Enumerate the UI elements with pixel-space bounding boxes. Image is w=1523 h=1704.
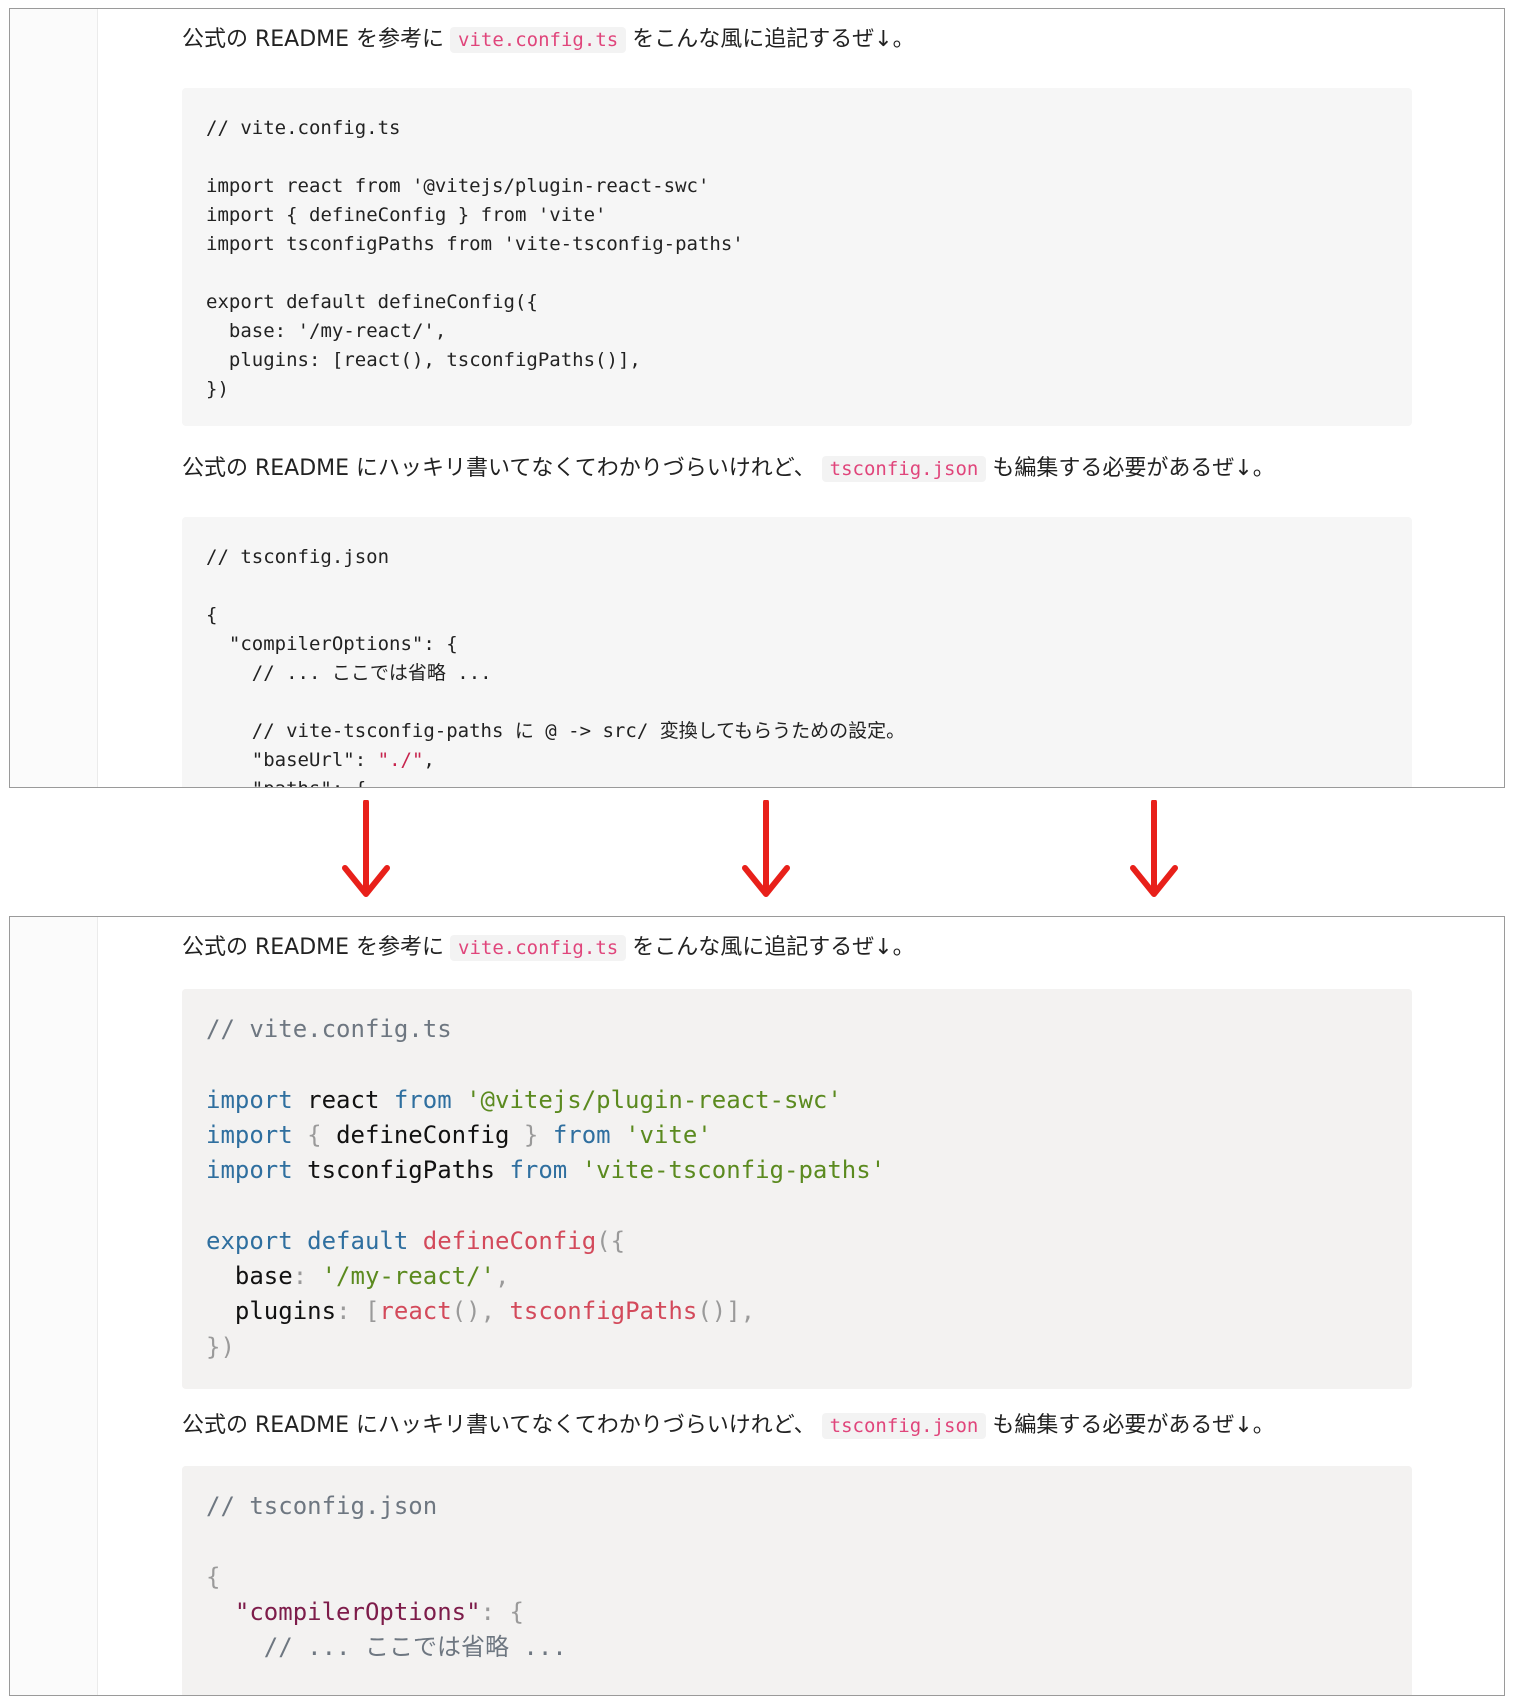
code-line: // vite-tsconfig-paths に @ -> src/ 変換しても… <box>251 720 906 742</box>
code-block-tsconfig-highlighted: // tsconfig.json{ "compilerOptions": { /… <box>182 1466 1412 1695</box>
code-line: plugins: [react(), tsconfigPaths()], <box>234 1297 756 1326</box>
down-arrow-icon <box>742 800 790 897</box>
code-line: import { defineConfig } from 'vite' <box>206 204 607 226</box>
code-line: // ... ここでは省略 ... <box>263 1633 567 1662</box>
code-line: import tsconfigPaths from 'vite-tsconfig… <box>206 233 744 255</box>
article-content: 公式の README にハッキリ書いてなくてわかりづらいけれど、tsconfig… <box>182 452 1412 486</box>
code-line: "compilerOptions": { <box>228 633 458 655</box>
code-line: base: '/my-react/', <box>234 1262 510 1291</box>
article-content: 公式の README にハッキリ書いてなくてわかりづらいけれど、tsconfig… <box>182 1409 1412 1443</box>
inline-code-vite-config: vite.config.ts <box>450 935 627 961</box>
code-line: export default defineConfig({ <box>206 1226 626 1255</box>
left-gutter <box>10 917 98 1695</box>
left-gutter <box>10 9 98 787</box>
inline-code-tsconfig: tsconfig.json <box>821 1413 987 1439</box>
code-line: import react from '@vitejs/plugin-react-… <box>206 175 710 197</box>
code-line: "paths": { <box>206 775 1388 787</box>
code-line: base: '/my-react/', <box>228 320 447 342</box>
down-arrow-icon <box>1130 800 1178 897</box>
code-line: "baseUrl": "./", <box>251 749 435 771</box>
code-line: import react from '@vitejs/plugin-react-… <box>206 1085 842 1114</box>
code-line: "compilerOptions": { <box>234 1597 524 1626</box>
code-line: plugins: [react(), tsconfigPaths()], <box>228 349 641 371</box>
code-line: // ... ここでは省略 ... <box>251 662 492 684</box>
code-block-tsconfig: // tsconfig.json{ "compilerOptions": { /… <box>182 517 1412 787</box>
paragraph-tsconfig-intro: 公式の README にハッキリ書いてなくてわかりづらいけれど、tsconfig… <box>182 1413 1275 1439</box>
code-line: import { defineConfig } from 'vite' <box>206 1120 712 1149</box>
inline-code-tsconfig: tsconfig.json <box>821 456 987 482</box>
code-line: export default defineConfig({ <box>206 291 538 313</box>
code-line: import tsconfigPaths from 'vite-tsconfig… <box>206 1156 886 1185</box>
inline-code-vite-config: vite.config.ts <box>450 27 627 53</box>
down-arrow-icon <box>342 800 390 897</box>
paragraph-tsconfig-intro: 公式の README にハッキリ書いてなくてわかりづらいけれど、tsconfig… <box>182 456 1275 482</box>
